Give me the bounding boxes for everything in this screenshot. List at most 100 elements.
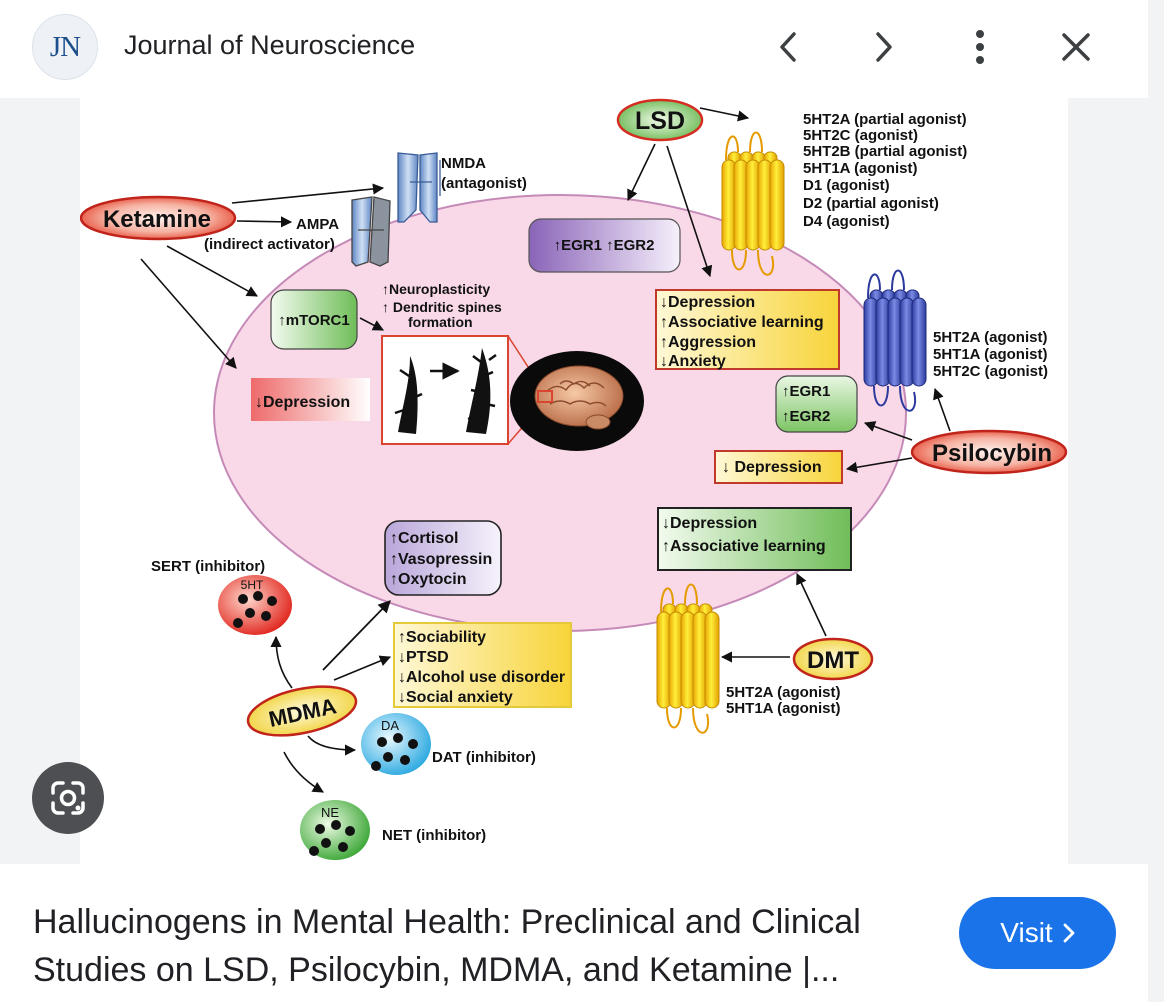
psilocybin-label: Psilocybin bbox=[932, 440, 1052, 467]
net-label: NET (inhibitor) bbox=[382, 827, 486, 844]
lsd-receptor-2: 5HT2C (agonist) bbox=[803, 127, 918, 144]
lsd-effect-1: ↓Depression bbox=[660, 294, 755, 311]
psilocybin-receptor-2: 5HT1A (agonist) bbox=[933, 346, 1047, 363]
source-logo-text: JN bbox=[49, 30, 81, 63]
psilocybin-receptor-1: 5HT2A (agonist) bbox=[933, 329, 1047, 346]
net-molecules bbox=[309, 820, 355, 856]
dendrite-left bbox=[394, 356, 423, 434]
ampa-role: (indirect activator) bbox=[204, 236, 335, 253]
ketamine-depression-text: ↓Depression bbox=[255, 394, 350, 411]
more-options-button[interactable] bbox=[955, 22, 1005, 72]
mdma-effect-4: ↓Social anxiety bbox=[398, 689, 513, 706]
sert-tag: 5HT bbox=[241, 578, 264, 592]
ketamine-label: Ketamine bbox=[103, 206, 211, 233]
more-vert-icon bbox=[976, 30, 984, 64]
dmt-label: DMT bbox=[807, 647, 859, 674]
lsd-effect-2: ↑Associative learning bbox=[660, 314, 824, 331]
dmt-effect-2: ↑Associative learning bbox=[662, 538, 826, 555]
net-transporter bbox=[300, 800, 370, 860]
source-logo[interactable]: JN bbox=[32, 14, 98, 80]
dmt-receptor bbox=[656, 583, 720, 734]
psilocybin-pill bbox=[910, 429, 1068, 475]
ampa-receptor bbox=[351, 196, 391, 267]
scrollbar[interactable] bbox=[1148, 0, 1164, 1002]
psilocybin-egr-box bbox=[775, 375, 858, 433]
mdma-hormone-box bbox=[384, 520, 502, 596]
lsd-egr-box bbox=[528, 218, 681, 273]
previous-button[interactable] bbox=[763, 22, 813, 72]
mdma-effect-1: ↑Sociability bbox=[398, 629, 486, 646]
net-tag: NE bbox=[321, 805, 339, 820]
dmt-effects-box bbox=[657, 507, 852, 571]
lsd-effect-3: ↑Aggression bbox=[660, 334, 756, 351]
visit-button[interactable]: Visit bbox=[959, 897, 1116, 969]
lsd-receptor-4: 5HT1A (agonist) bbox=[803, 160, 917, 177]
lsd-effects-box bbox=[655, 289, 840, 370]
lsd-egr-text: ↑EGR1 ↑EGR2 bbox=[554, 237, 655, 254]
psilocybin-egr1: ↑EGR1 bbox=[782, 383, 830, 400]
nmda-receptor bbox=[397, 152, 441, 223]
psilocybin-group: 5HT2A (agonist) 5HT1A (agonist) 5HT2C (a… bbox=[714, 269, 1068, 484]
mdma-effect-2: ↓PTSD bbox=[398, 649, 449, 666]
dmt-pill bbox=[792, 637, 874, 681]
lsd-receptor-1: 5HT2A (partial agonist) bbox=[803, 111, 967, 128]
mdma-hormone-2: ↑Vasopressin bbox=[390, 551, 492, 568]
psilocybin-receptor-3: 5HT2C (agonist) bbox=[933, 363, 1048, 380]
image-caption[interactable]: Hallucinogens in Mental Health: Preclini… bbox=[33, 903, 861, 989]
lsd-group: LSD 5HT2A (partial agonist) 5HT2C (agoni… bbox=[528, 98, 967, 370]
psilocybin-depression-box bbox=[714, 450, 843, 484]
dendritic-spines-text: ↑ Dendritic spines bbox=[382, 299, 502, 315]
lsd-receptor-list: 5HT2A (partial agonist) 5HT2C (agonist) … bbox=[803, 111, 967, 230]
dendrite-right bbox=[466, 348, 497, 434]
psilocybin-receptor bbox=[863, 269, 927, 412]
lsd-receptor-3: 5HT2B (partial agonist) bbox=[803, 143, 967, 160]
lsd-receptor bbox=[721, 131, 785, 276]
sert-molecules bbox=[233, 591, 277, 628]
lsd-receptor-6: D2 (partial agonist) bbox=[803, 195, 939, 212]
chevron-left-icon bbox=[780, 32, 796, 62]
nmda-role: (antagonist) bbox=[441, 175, 527, 192]
figure-image[interactable]: LSD 5HT2A (partial agonist) 5HT2C (agoni… bbox=[80, 98, 1068, 864]
lsd-label: LSD bbox=[635, 107, 685, 135]
psilocybin-depression-text: ↓ Depression bbox=[722, 459, 822, 476]
chevron-right-icon bbox=[876, 32, 892, 62]
image-viewer-header: JN Journal of Neuroscience bbox=[0, 0, 1148, 98]
next-button[interactable] bbox=[859, 22, 909, 72]
mdma-hormone-1: ↑Cortisol bbox=[390, 530, 458, 547]
ketamine-depression-box bbox=[251, 378, 370, 421]
mdma-group: ↑Cortisol ↑Vasopressin ↑Oxytocin ↑Sociab… bbox=[151, 520, 572, 860]
mtorc1-box bbox=[270, 289, 358, 350]
brain-image bbox=[534, 365, 624, 430]
mdma-hormone-3: ↑Oxytocin bbox=[390, 571, 466, 588]
mdma-pill bbox=[246, 685, 358, 737]
dat-molecules bbox=[371, 733, 418, 771]
dmt-group: ↓Depression ↑Associative learning DMT 5H… bbox=[656, 507, 874, 734]
ketamine-pill bbox=[80, 195, 237, 241]
ketamine-group: Ketamine NMDA (antagonist) AMPA (indirec… bbox=[80, 152, 644, 451]
chevron-right-icon bbox=[1063, 923, 1075, 943]
dmt-receptor-2: 5HT1A (agonist) bbox=[726, 700, 840, 717]
dmt-receptor-1: 5HT2A (agonist) bbox=[726, 684, 840, 701]
dat-tag: DA bbox=[381, 718, 399, 733]
formation-text: formation bbox=[408, 314, 473, 330]
mdma-effect-3: ↓Alcohol use disorder bbox=[398, 669, 565, 686]
google-lens-button[interactable] bbox=[32, 762, 104, 834]
source-title[interactable]: Journal of Neuroscience bbox=[124, 30, 416, 60]
ampa-name: AMPA bbox=[296, 216, 339, 233]
lsd-effect-4: ↓Anxiety bbox=[660, 353, 726, 370]
neuroplasticity-text: ↑Neuroplasticity bbox=[382, 281, 490, 297]
google-lens-icon bbox=[51, 781, 85, 815]
lsd-pill bbox=[616, 98, 704, 142]
visit-button-label: Visit bbox=[1000, 917, 1053, 948]
close-button[interactable] bbox=[1051, 22, 1101, 72]
sert-label: SERT (inhibitor) bbox=[151, 558, 265, 575]
dat-label: DAT (inhibitor) bbox=[432, 749, 536, 766]
dmt-effect-1: ↓Depression bbox=[662, 515, 757, 532]
nmda-name: NMDA bbox=[441, 155, 486, 172]
close-icon bbox=[1062, 33, 1090, 61]
lsd-receptor-5: D1 (agonist) bbox=[803, 177, 890, 194]
dat-transporter bbox=[361, 713, 431, 775]
psilocybin-egr2: ↑EGR2 bbox=[782, 408, 830, 425]
mtorc1-text: ↑mTORC1 bbox=[278, 312, 349, 329]
mdma-effects-box bbox=[393, 622, 572, 708]
